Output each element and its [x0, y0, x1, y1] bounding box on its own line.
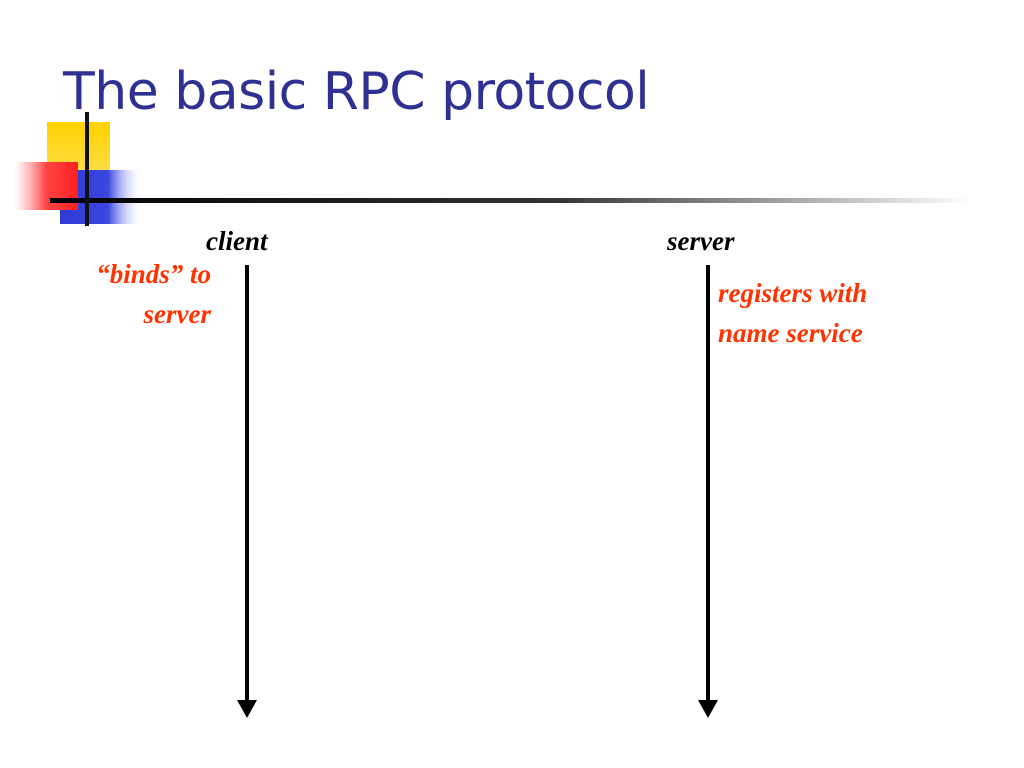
server-note-line-1: registers with [718, 278, 868, 308]
vertical-bar [85, 112, 89, 226]
server-note: registers with name service [718, 273, 867, 353]
slide-title: The basic RPC protocol [63, 62, 650, 122]
server-arrowhead [698, 700, 718, 718]
server-lifeline [698, 265, 718, 718]
title-rule [50, 198, 970, 203]
client-arrowhead [237, 700, 257, 718]
yellow-square [47, 122, 110, 182]
server-note-line-2: name service [718, 318, 863, 348]
server-label: server [667, 226, 735, 256]
client-note-line-1: “binds” to [96, 259, 211, 289]
client-note: “binds” to server [96, 254, 211, 334]
blue-square [60, 170, 140, 224]
client-note-line-2: server [143, 299, 211, 329]
red-square [14, 162, 78, 210]
client-label: client [206, 226, 268, 256]
client-lifeline [237, 265, 257, 718]
